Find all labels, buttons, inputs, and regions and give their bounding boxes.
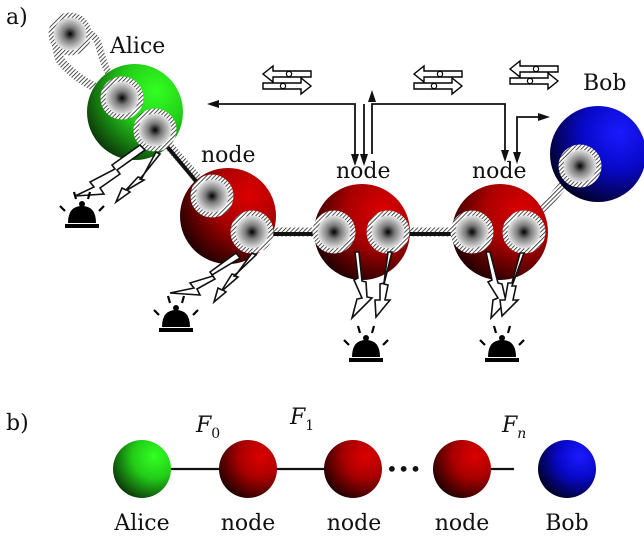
alice-label: Alice	[109, 34, 165, 59]
bell-icon	[152, 294, 200, 334]
chain-label: node	[221, 511, 276, 536]
bell-icon	[58, 190, 106, 230]
qubit	[190, 174, 234, 218]
classical-arrow	[371, 103, 506, 154]
bob-label: Bob	[583, 71, 627, 96]
qubit	[230, 210, 274, 254]
chain-label: node	[435, 511, 490, 536]
qubit	[366, 210, 410, 254]
qubits	[48, 12, 602, 254]
fidelity-label: Fn	[501, 413, 526, 442]
fidelity-label: F1	[289, 405, 314, 434]
qubit	[100, 76, 144, 120]
fidelity-label: F0	[195, 413, 220, 442]
measurement-arrows	[74, 143, 526, 321]
qubit	[312, 210, 356, 254]
repeater-node	[324, 440, 382, 498]
panel-a-label: a)	[6, 5, 28, 30]
classical-arrow	[516, 116, 540, 154]
chain-label: node	[327, 511, 382, 536]
lightning-arrow-icon	[212, 251, 258, 305]
ellipsis: •••	[386, 457, 421, 481]
exchange-icon	[262, 65, 312, 95]
lightning-arrow-icon	[499, 252, 526, 318]
exchange-icon	[509, 60, 559, 90]
node-sphere	[452, 184, 548, 280]
node-label: node	[472, 159, 527, 184]
qubit	[133, 108, 177, 152]
lightning-arrow-icon	[114, 150, 162, 205]
classical-channels	[207, 90, 550, 166]
lightning-arrow-icon	[350, 251, 374, 321]
qubit	[558, 144, 602, 188]
repeater-node	[433, 440, 491, 498]
classical-arrow	[218, 103, 356, 154]
lightning-arrow-icon	[169, 251, 242, 296]
chain-label: Bob	[545, 511, 589, 536]
alice-node	[113, 440, 171, 498]
panel-b-label: b)	[6, 411, 29, 436]
node-label: node	[336, 159, 391, 184]
lightning-arrow-icon	[374, 251, 394, 320]
bell-icon	[342, 324, 390, 364]
repeater-node	[219, 440, 277, 498]
bob-node	[538, 440, 596, 498]
node-label: node	[201, 143, 256, 168]
node-sphere	[314, 184, 410, 280]
qubit	[502, 210, 546, 254]
chain-label: Alice	[113, 511, 169, 536]
qubit	[450, 210, 494, 254]
bell-icon	[478, 324, 526, 364]
exchange-icon	[413, 65, 463, 95]
qubit	[48, 12, 92, 56]
